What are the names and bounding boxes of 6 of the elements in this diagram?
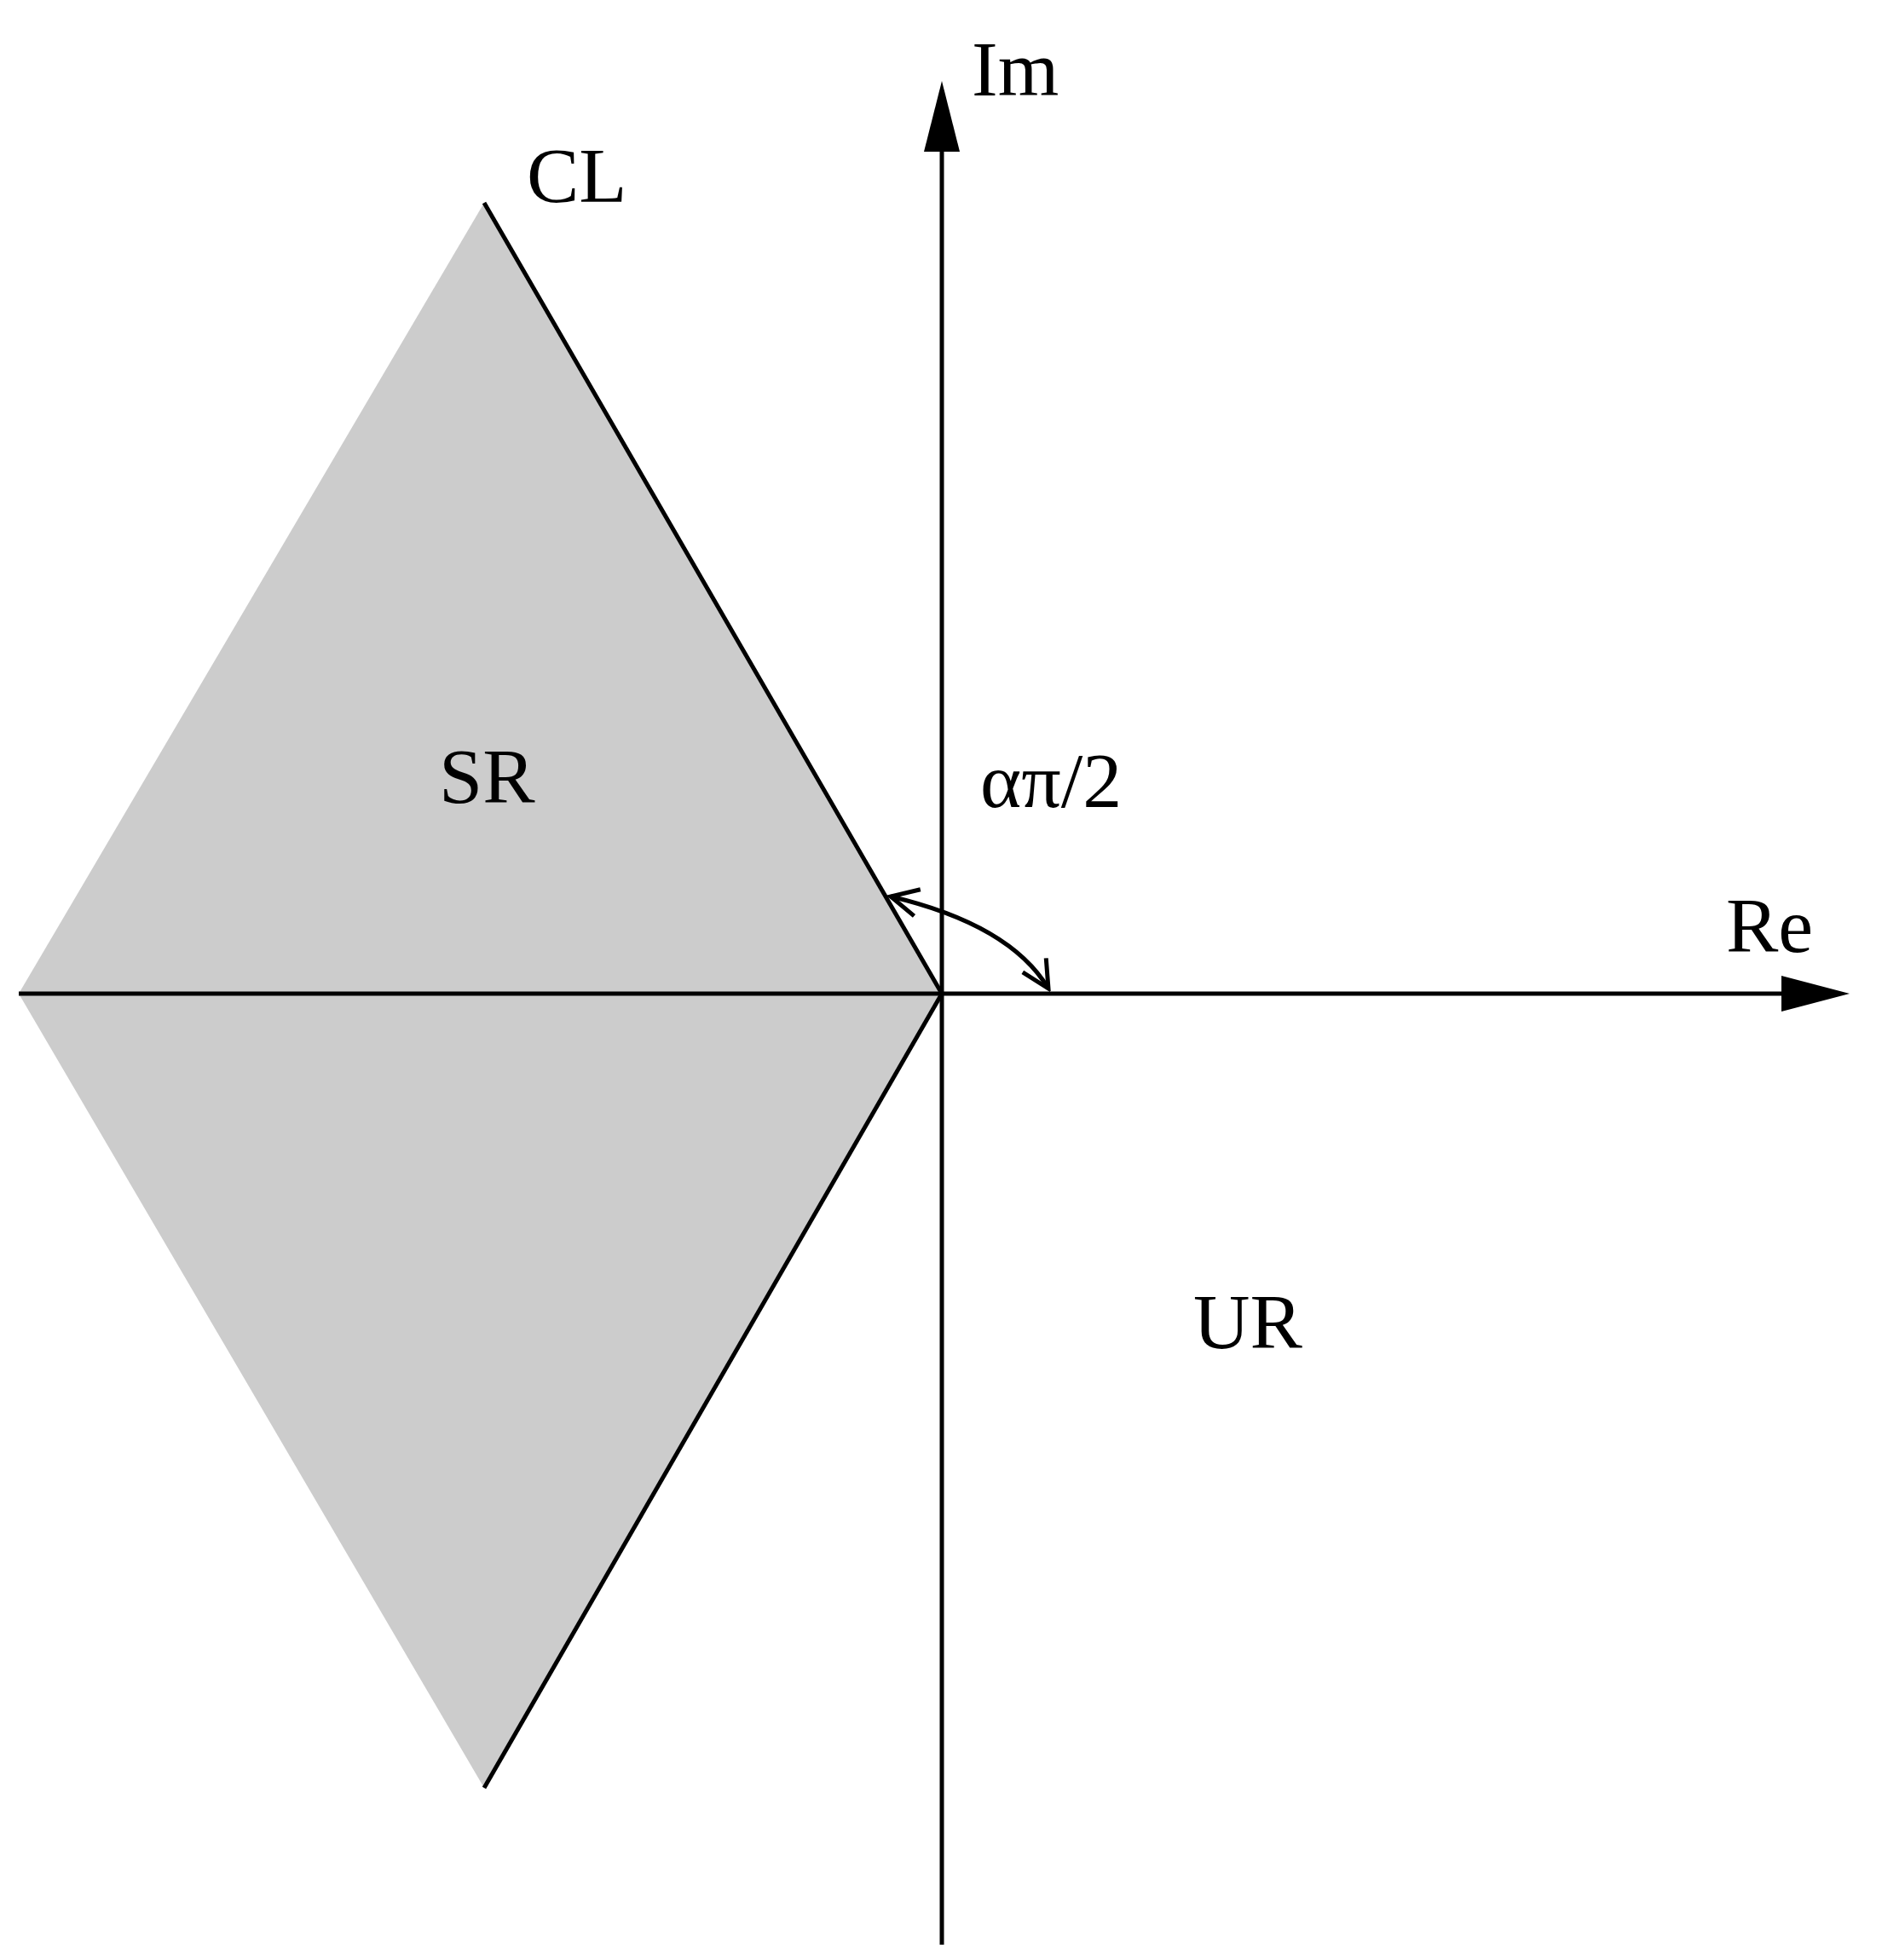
region-label: UR (1193, 1283, 1302, 1361)
line-label: CL (527, 136, 627, 215)
angle-label: απ/2 (980, 741, 1123, 820)
axis-label: Im (972, 30, 1059, 108)
region-label: SR (439, 737, 535, 816)
axis-label: Re (1726, 886, 1814, 965)
